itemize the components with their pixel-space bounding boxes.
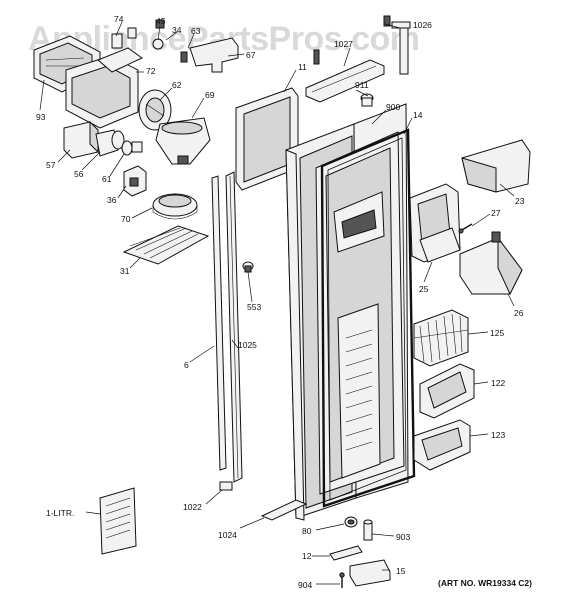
callout-63: 63 (191, 26, 201, 36)
bin-cover-part-23 (461, 139, 531, 193)
door-trim-strip-part-1025 (225, 171, 243, 483)
solenoid-part-57 (63, 120, 99, 159)
door-trim-strip-part-6 (211, 175, 227, 471)
callout-27: 27 (491, 208, 501, 218)
callout-14: 14 (413, 110, 423, 120)
hinge-bracket-part-1026 (383, 15, 411, 75)
funnel-part-69 (155, 117, 211, 165)
plug-part-80 (344, 516, 358, 528)
wire-basket-part-125 (413, 309, 469, 367)
callout-69: 69 (205, 90, 215, 100)
callout-31: 31 (120, 266, 130, 276)
motor-mount-part-62 (138, 89, 172, 131)
cover-part-15 (349, 559, 391, 587)
callout-1024: 1024 (218, 530, 237, 540)
callout-36: 36 (107, 195, 117, 205)
drip-tray-grille-part-31 (122, 225, 210, 265)
literature-manual (99, 487, 137, 555)
callout-72: 72 (146, 66, 156, 76)
door-gasket-part-14 (320, 128, 416, 508)
callout-911: 911 (355, 80, 369, 90)
switch-part-61 (121, 140, 143, 156)
callout-12: 12 (302, 551, 312, 561)
callout-62: 62 (172, 80, 182, 90)
callout-1022: 1022 (183, 502, 202, 512)
door-bin-part-122 (419, 363, 475, 419)
screw-part-911 (313, 49, 374, 107)
callout-74: 74 (114, 14, 124, 24)
actuator-part-56 (95, 129, 125, 157)
callout-1025: 1025 (238, 340, 257, 350)
callout-80: 80 (302, 526, 312, 536)
callout-11: 11 (298, 62, 307, 72)
callout-25: 25 (419, 284, 429, 294)
dispenser-recess (333, 191, 385, 253)
recess-frame-part-11 (235, 87, 299, 191)
leader-lines (39, 21, 515, 585)
callout-6: 6 (184, 360, 189, 370)
callout-125: 125 (490, 328, 504, 338)
callout-93: 93 (36, 112, 46, 122)
callout-61: 61 (102, 174, 112, 184)
callout-553: 553 (247, 302, 261, 312)
screw-part-27 (458, 223, 473, 234)
callout-900: 900 (386, 102, 400, 112)
callout-903: 903 (396, 532, 410, 542)
tube-part-903 (363, 519, 373, 541)
callout-1027: 1027 (334, 39, 353, 49)
switch-part-36 (123, 165, 147, 197)
clip-part-553 (242, 261, 254, 273)
callout-123: 123 (491, 430, 505, 440)
door-bin-part-123 (413, 419, 471, 471)
art-number: (ART NO. WR19334 C2) (438, 578, 532, 588)
handle-trim-part-1027 (305, 59, 385, 103)
callout-labels: 74 45 34 63 1026 1027 67 11 72 911 93 62… (36, 14, 525, 590)
callout-15: 15 (396, 566, 406, 576)
callout-1026: 1026 (413, 20, 432, 30)
callout-67: 67 (246, 50, 256, 60)
callout-45: 45 (156, 16, 166, 26)
callout-34: 34 (172, 25, 182, 35)
bracket-part-67 (189, 37, 239, 73)
callout-122: 122 (491, 378, 505, 388)
callout-26: 26 (514, 308, 524, 318)
dispenser-frame-assembly (65, 19, 188, 129)
callout-904: 904 (298, 580, 312, 590)
shelf-bracket-part-25 (409, 183, 461, 263)
clip-part-12 (329, 545, 363, 561)
hinge-cover-part-1024 (260, 499, 308, 521)
callout-57: 57 (46, 160, 56, 170)
hinge-part-1022 (219, 481, 233, 491)
callout-70: 70 (121, 214, 131, 224)
screw-part-904 (339, 572, 345, 588)
bin-part-26 (459, 231, 523, 296)
callout-56: 56 (74, 169, 84, 179)
callout-1-litr: 1-LITR. (46, 508, 74, 518)
dispenser-cover-part-70 (152, 193, 198, 220)
callout-23: 23 (515, 196, 525, 206)
shelf-rack-rails (337, 303, 381, 479)
